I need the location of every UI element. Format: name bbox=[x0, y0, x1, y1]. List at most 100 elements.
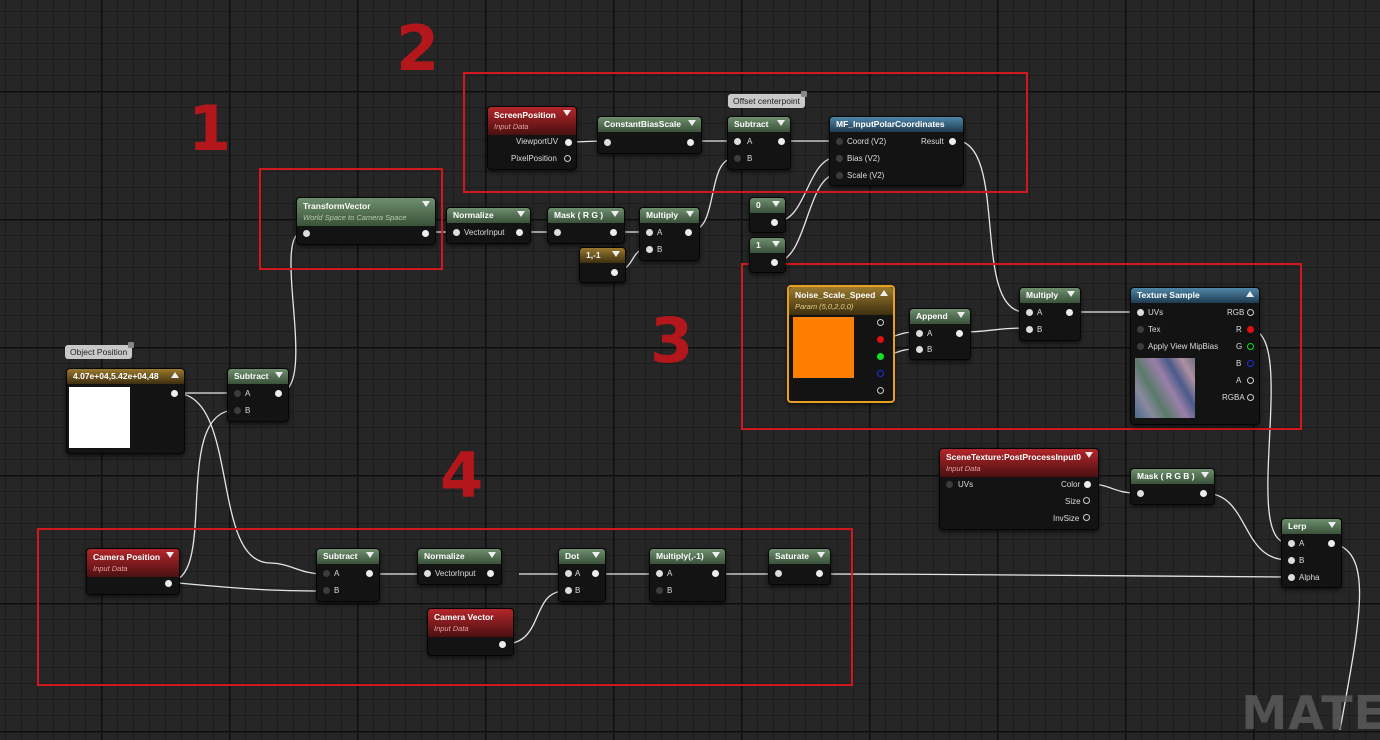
input-pin[interactable] bbox=[836, 172, 843, 179]
collapse-arrow-icon[interactable] bbox=[777, 120, 785, 126]
input-pin[interactable] bbox=[554, 229, 561, 236]
output-pin[interactable] bbox=[877, 319, 884, 326]
node-lerp[interactable]: Lerp A B Alpha bbox=[1281, 518, 1342, 588]
output-pin-a[interactable] bbox=[1247, 377, 1254, 384]
output-pin-g[interactable] bbox=[1247, 343, 1254, 350]
output-pin[interactable] bbox=[165, 580, 172, 587]
output-pin[interactable] bbox=[171, 390, 178, 397]
node-screen-position[interactable]: ScreenPosition Input Data ViewportUV Pix… bbox=[487, 106, 577, 170]
input-pin-b[interactable] bbox=[565, 587, 572, 594]
input-pin-a[interactable] bbox=[565, 570, 572, 577]
node-constant-1-neg1[interactable]: 1,-1 bbox=[579, 247, 626, 283]
input-pin-b[interactable] bbox=[656, 587, 663, 594]
input-pin-a[interactable] bbox=[234, 390, 241, 397]
output-pin[interactable] bbox=[712, 570, 719, 577]
input-pin-a[interactable] bbox=[1288, 540, 1295, 547]
input-pin-a[interactable] bbox=[916, 330, 923, 337]
output-pin[interactable] bbox=[1328, 540, 1335, 547]
node-subtract-top[interactable]: Subtract A B bbox=[727, 116, 791, 170]
output-pin[interactable] bbox=[487, 570, 494, 577]
input-pin-uvs[interactable] bbox=[1137, 309, 1144, 316]
input-pin-b[interactable] bbox=[234, 407, 241, 414]
node-subtract-left[interactable]: Subtract A B bbox=[227, 368, 289, 422]
output-pin[interactable] bbox=[1083, 497, 1090, 504]
node-constant-1[interactable]: 1 bbox=[749, 237, 786, 273]
collapse-arrow-icon[interactable] bbox=[1246, 291, 1254, 297]
output-pin[interactable] bbox=[565, 139, 572, 146]
output-pin-r[interactable] bbox=[1247, 326, 1254, 333]
input-pin-b[interactable] bbox=[1288, 557, 1295, 564]
output-pin-a[interactable] bbox=[877, 387, 884, 394]
output-pin[interactable] bbox=[1084, 481, 1091, 488]
output-pin[interactable] bbox=[771, 219, 778, 226]
node-subtract-bottom[interactable]: Subtract A B bbox=[316, 548, 380, 602]
input-pin[interactable] bbox=[836, 138, 843, 145]
collapse-arrow-icon[interactable] bbox=[592, 552, 600, 558]
input-pin-uvs[interactable] bbox=[946, 481, 953, 488]
output-pin[interactable] bbox=[956, 330, 963, 337]
input-pin[interactable] bbox=[453, 229, 460, 236]
node-texture-sample[interactable]: Texture Sample UVs Tex Apply View MipBia… bbox=[1130, 287, 1260, 425]
collapse-arrow-icon[interactable] bbox=[772, 201, 780, 207]
node-append[interactable]: Append A B bbox=[909, 308, 971, 360]
output-pin-rgba[interactable] bbox=[1247, 394, 1254, 401]
collapse-arrow-icon[interactable] bbox=[1201, 472, 1209, 478]
node-dot[interactable]: Dot A B bbox=[558, 548, 606, 602]
output-pin[interactable] bbox=[516, 229, 523, 236]
input-pin[interactable] bbox=[604, 139, 611, 146]
input-pin-alpha[interactable] bbox=[1288, 574, 1295, 581]
input-pin-tex[interactable] bbox=[1137, 326, 1144, 333]
node-mask-rg[interactable]: Mask ( R G ) bbox=[547, 207, 625, 244]
collapse-arrow-icon[interactable] bbox=[817, 552, 825, 558]
output-pin[interactable] bbox=[611, 269, 618, 276]
output-pin-b[interactable] bbox=[877, 370, 884, 377]
collapse-arrow-icon[interactable] bbox=[1328, 522, 1336, 528]
close-icon[interactable] bbox=[128, 342, 135, 348]
output-pin-b[interactable] bbox=[1247, 360, 1254, 367]
input-pin-b[interactable] bbox=[646, 246, 653, 253]
input-pin-b[interactable] bbox=[734, 155, 741, 162]
node-saturate[interactable]: Saturate bbox=[768, 548, 831, 585]
collapse-arrow-icon[interactable] bbox=[166, 552, 174, 558]
collapse-arrow-icon[interactable] bbox=[957, 312, 965, 318]
node-multiply-mid[interactable]: Multiply A B bbox=[1019, 287, 1081, 341]
output-pin[interactable] bbox=[1066, 309, 1073, 316]
output-pin[interactable] bbox=[816, 570, 823, 577]
output-pin[interactable] bbox=[366, 570, 373, 577]
output-pin[interactable] bbox=[778, 138, 785, 145]
collapse-arrow-icon[interactable] bbox=[712, 552, 720, 558]
output-pin[interactable] bbox=[275, 390, 282, 397]
output-pin[interactable] bbox=[610, 229, 617, 236]
output-pin[interactable] bbox=[592, 570, 599, 577]
input-pin-a[interactable] bbox=[1026, 309, 1033, 316]
input-pin-a[interactable] bbox=[323, 570, 330, 577]
input-pin-a[interactable] bbox=[656, 570, 663, 577]
comment-offset-centerpoint[interactable]: Offset centerpoint bbox=[728, 91, 807, 108]
node-transform-vector[interactable]: TransformVector World Space to Camera Sp… bbox=[296, 197, 436, 245]
node-camera-position[interactable]: Camera Position Input Data bbox=[86, 548, 180, 595]
input-pin[interactable] bbox=[775, 570, 782, 577]
node-camera-vector[interactable]: Camera Vector Input Data bbox=[427, 608, 514, 656]
input-pin[interactable] bbox=[836, 155, 843, 162]
output-pin[interactable] bbox=[422, 230, 429, 237]
node-constant-bias-scale[interactable]: ConstantBiasScale bbox=[597, 116, 702, 154]
input-pin-b[interactable] bbox=[323, 587, 330, 594]
input-pin-b[interactable] bbox=[916, 346, 923, 353]
output-pin[interactable] bbox=[949, 138, 956, 145]
node-object-position-constant[interactable]: 4.07e+04,5.42e+04,48 bbox=[66, 368, 185, 454]
output-pin-r[interactable] bbox=[877, 336, 884, 343]
comment-object-position[interactable]: Object Position bbox=[65, 342, 135, 359]
output-pin-rgb[interactable] bbox=[1247, 309, 1254, 316]
node-noise-scale-speed[interactable]: Noise_Scale_Speed Param (5,0,2,0,0) bbox=[787, 285, 895, 403]
close-icon[interactable] bbox=[800, 91, 807, 97]
output-pin[interactable] bbox=[687, 139, 694, 146]
collapse-arrow-icon[interactable] bbox=[880, 290, 888, 296]
output-pin[interactable] bbox=[771, 259, 778, 266]
output-pin[interactable] bbox=[1083, 514, 1090, 521]
collapse-arrow-icon[interactable] bbox=[517, 211, 525, 217]
output-pin[interactable] bbox=[1200, 490, 1207, 497]
collapse-arrow-icon[interactable] bbox=[1085, 452, 1093, 458]
collapse-arrow-icon[interactable] bbox=[275, 372, 283, 378]
output-pin-g[interactable] bbox=[877, 353, 884, 360]
input-pin-mipbias[interactable] bbox=[1137, 343, 1144, 350]
